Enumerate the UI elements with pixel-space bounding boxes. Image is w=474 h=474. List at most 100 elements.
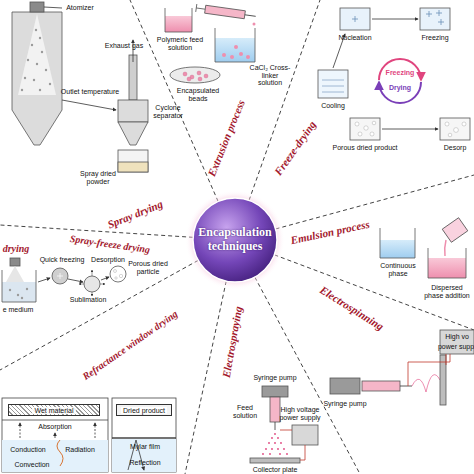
technique-title: drying	[3, 243, 30, 254]
electrospraying-setup	[271, 448, 273, 450]
freeze-drying-cycle	[370, 132, 374, 136]
freeze-drying-cycle	[426, 10, 444, 25]
part-label: e medium	[3, 306, 34, 314]
part-label: High voltage power supply	[275, 406, 325, 421]
electrospinning-setup	[440, 355, 446, 405]
freeze-drying-cycle	[318, 70, 348, 98]
part-label: Porous dried particle	[128, 260, 168, 275]
part-label: CaCl₂ Cross-linker solution	[249, 64, 291, 87]
spray-freeze-setup	[21, 297, 23, 299]
extrusion-setup	[234, 45, 238, 49]
spray-freeze-setup	[101, 277, 109, 280]
node-text-box: Dried product	[117, 405, 171, 415]
technique-title: Freeze-drying	[272, 119, 318, 178]
spray-freeze-setup	[10, 258, 20, 266]
extrusion-setup	[222, 45, 250, 59]
freeze-drying-cycle	[382, 129, 438, 130]
electrospinning-setup	[330, 378, 360, 394]
electrospraying-setup	[250, 458, 300, 463]
spray-freeze-setup	[84, 276, 100, 292]
spray-freeze-setup	[114, 270, 117, 273]
part-label: Syringe pump	[253, 374, 296, 382]
electrospraying-setup	[277, 437, 279, 439]
freeze-drying-cycle	[462, 122, 466, 126]
extrusion-setup	[165, 4, 256, 83]
spray-dryer	[30, 2, 44, 12]
spray-freeze-setup	[119, 274, 122, 277]
extrusion-setup	[196, 8, 205, 9]
electrospraying-setup	[262, 453, 264, 455]
spray-freeze-setup	[38, 278, 50, 282]
spray-freeze-setup	[2, 270, 36, 302]
spray-freeze-setup	[114, 270, 123, 280]
electrospinning-setup	[330, 330, 474, 405]
part-label: High vo	[445, 333, 469, 341]
spray-freeze-setup	[79, 284, 84, 285]
refractance-window-panel	[2, 398, 108, 472]
part-label: Outlet temperature	[61, 88, 119, 96]
part-label: Drying	[389, 84, 411, 92]
freeze-drying-cycle	[445, 122, 466, 137]
spray-freeze-setup	[100, 284, 105, 285]
electrospraying-setup	[274, 433, 276, 435]
technique-title: Emulsion process	[289, 218, 370, 246]
material-strip: Dried product	[116, 404, 172, 416]
spray-freeze-setup	[2, 258, 126, 302]
spray-dryer	[118, 150, 148, 172]
freeze-drying-cycle	[440, 118, 470, 140]
node-text-box: Encapsulation techniques	[187, 192, 283, 288]
spray-dryer	[12, 2, 148, 172]
electrospraying-setup	[262, 386, 288, 397]
part-label: Mylar film	[130, 443, 160, 451]
refractance-window-panel	[20, 423, 21, 438]
emulsion-setup	[442, 218, 468, 243]
freeze-drying-cycle	[355, 16, 356, 22]
electrospinning-setup	[446, 354, 447, 365]
spray-dryer	[118, 100, 148, 122]
emulsion-setup	[442, 218, 468, 243]
central-circle: Encapsulation techniques	[187, 192, 283, 288]
electrospinning-setup	[400, 386, 412, 387]
extrusion-setup	[198, 77, 202, 81]
emulsion-setup	[380, 228, 415, 258]
electrospraying-setup	[280, 430, 292, 431]
extrusion-setup	[183, 72, 187, 76]
spray-dryer	[118, 162, 148, 172]
freeze-drying-cycle	[322, 80, 344, 92]
freeze-drying-cycle	[439, 10, 440, 16]
technique-title: Extrusion process	[205, 98, 247, 178]
spray-dryer	[18, 14, 56, 95]
spray-freeze-setup	[9, 289, 11, 291]
part-label: Reflection	[129, 459, 160, 467]
circle-glow	[185, 190, 285, 290]
extrusion-setup	[222, 53, 226, 57]
spray-dryer	[12, 12, 62, 145]
electrospraying-setup	[271, 437, 273, 439]
part-label: Desorption	[91, 256, 125, 264]
electrospraying-setup	[275, 422, 276, 430]
refractance-window-panel	[2, 398, 176, 472]
freeze-drying-cycle	[358, 132, 362, 136]
spray-freeze-setup	[52, 268, 68, 284]
spray-dryer	[49, 83, 51, 85]
emulsion-setup	[380, 240, 415, 258]
electrospraying-setup	[277, 448, 279, 450]
part-label: Exhaust gas	[105, 42, 144, 50]
freeze-drying-cycle	[372, 19, 418, 20]
freeze-drying-cycle	[350, 118, 380, 140]
electrospinning-setup	[408, 354, 450, 386]
spray-dryer	[27, 59, 29, 61]
refractance-window-panel	[112, 437, 176, 439]
extrusion-setup	[197, 71, 201, 75]
refractance-window-panel	[2, 440, 108, 472]
part-label: Freezing	[421, 34, 448, 42]
electrospraying-setup	[286, 453, 288, 455]
part-label: Conduction	[10, 446, 45, 454]
extrusion-setup	[253, 23, 256, 26]
freeze-drying-cycle	[429, 11, 430, 17]
freeze-drying-cycle	[372, 121, 376, 125]
part-label: Spray dried powder	[76, 170, 121, 185]
electrospinning-setup	[362, 381, 400, 391]
part-label: Dispersed phase addition	[422, 284, 472, 299]
